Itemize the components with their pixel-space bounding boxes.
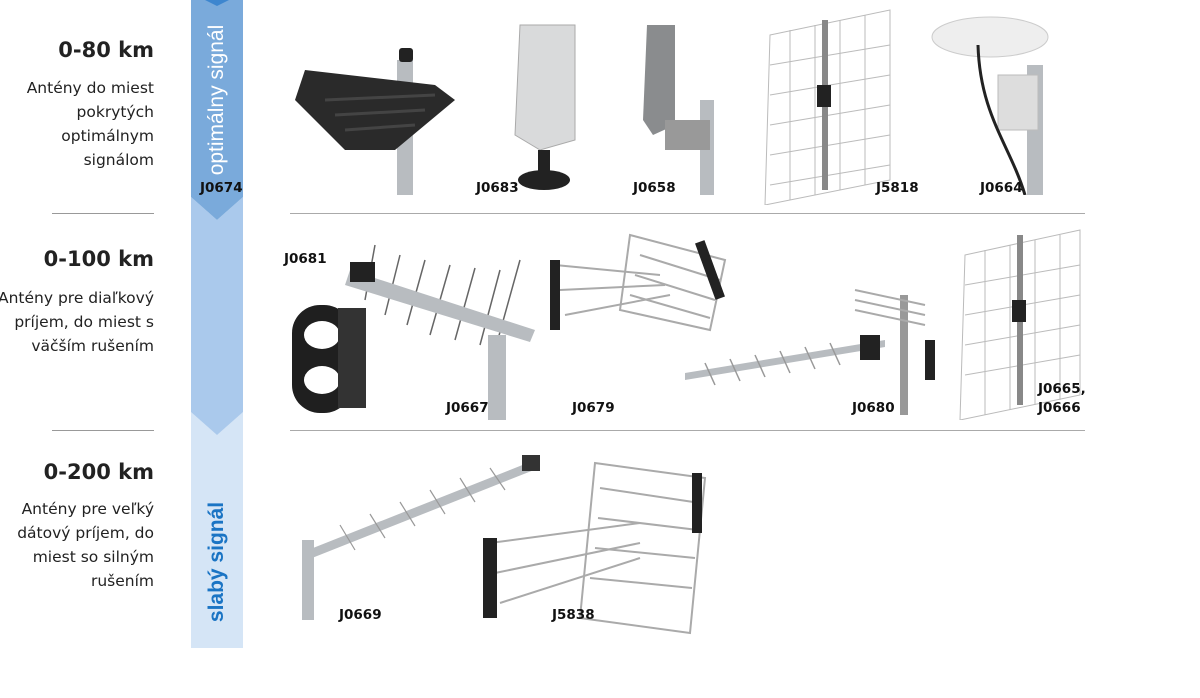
product-code: J0666 bbox=[1038, 400, 1081, 416]
range-description-200: Antény pre veľký dátový príjem, do miest… bbox=[17, 500, 154, 590]
product-code: J5838 bbox=[552, 607, 595, 623]
signal-label-weak: slabý signál bbox=[205, 501, 228, 623]
product-code: J0667 bbox=[446, 400, 489, 416]
arrow-segment-top bbox=[191, 0, 243, 220]
antenna-image-j0674 bbox=[295, 48, 455, 195]
range-heading-200: 0-200 km bbox=[43, 460, 154, 484]
antenna-image-j5818 bbox=[764, 9, 891, 205]
antenna-image-j0667 bbox=[345, 244, 535, 420]
antenna-image-j0681 bbox=[292, 305, 366, 413]
arrow-segment-bottom bbox=[191, 412, 243, 648]
antenna-image-j0680 bbox=[685, 289, 935, 415]
antenna-image-j0658 bbox=[643, 25, 714, 195]
product-code: J0669 bbox=[339, 607, 382, 623]
signal-strength-arrow bbox=[191, 0, 243, 648]
product-code: J0681 bbox=[284, 251, 327, 267]
product-code: J0674 bbox=[200, 180, 243, 196]
row-divider bbox=[290, 213, 1085, 214]
product-code: J0665, bbox=[1038, 381, 1086, 397]
antenna-image-j0664 bbox=[931, 16, 1049, 195]
range-heading-80: 0-80 km bbox=[58, 38, 154, 62]
antenna-image-j0683 bbox=[514, 24, 576, 190]
product-code: J0683 bbox=[476, 180, 519, 196]
antenna-image-j0665-j0666 bbox=[959, 229, 1081, 420]
divider bbox=[52, 430, 154, 431]
product-code: J0680 bbox=[852, 400, 895, 416]
range-description-80: Antény do miest pokrytých optimálnym sig… bbox=[26, 79, 154, 169]
range-heading-100: 0-100 km bbox=[43, 247, 154, 271]
arrow-segment-middle bbox=[191, 197, 243, 435]
signal-label-optimal: optimálny signál bbox=[205, 24, 228, 176]
product-code: J5818 bbox=[876, 180, 919, 196]
product-code: J0679 bbox=[572, 400, 615, 416]
product-code: J0658 bbox=[633, 180, 676, 196]
row-divider bbox=[290, 430, 1085, 431]
antenna-image-j0669 bbox=[302, 455, 540, 620]
range-description-100: Antény pre diaľkový príjem, do miest s v… bbox=[0, 289, 154, 355]
antenna-image-j0679 bbox=[550, 233, 727, 332]
antenna-image-j5838 bbox=[483, 461, 707, 635]
divider bbox=[52, 213, 154, 214]
product-code: J0664 bbox=[980, 180, 1023, 196]
